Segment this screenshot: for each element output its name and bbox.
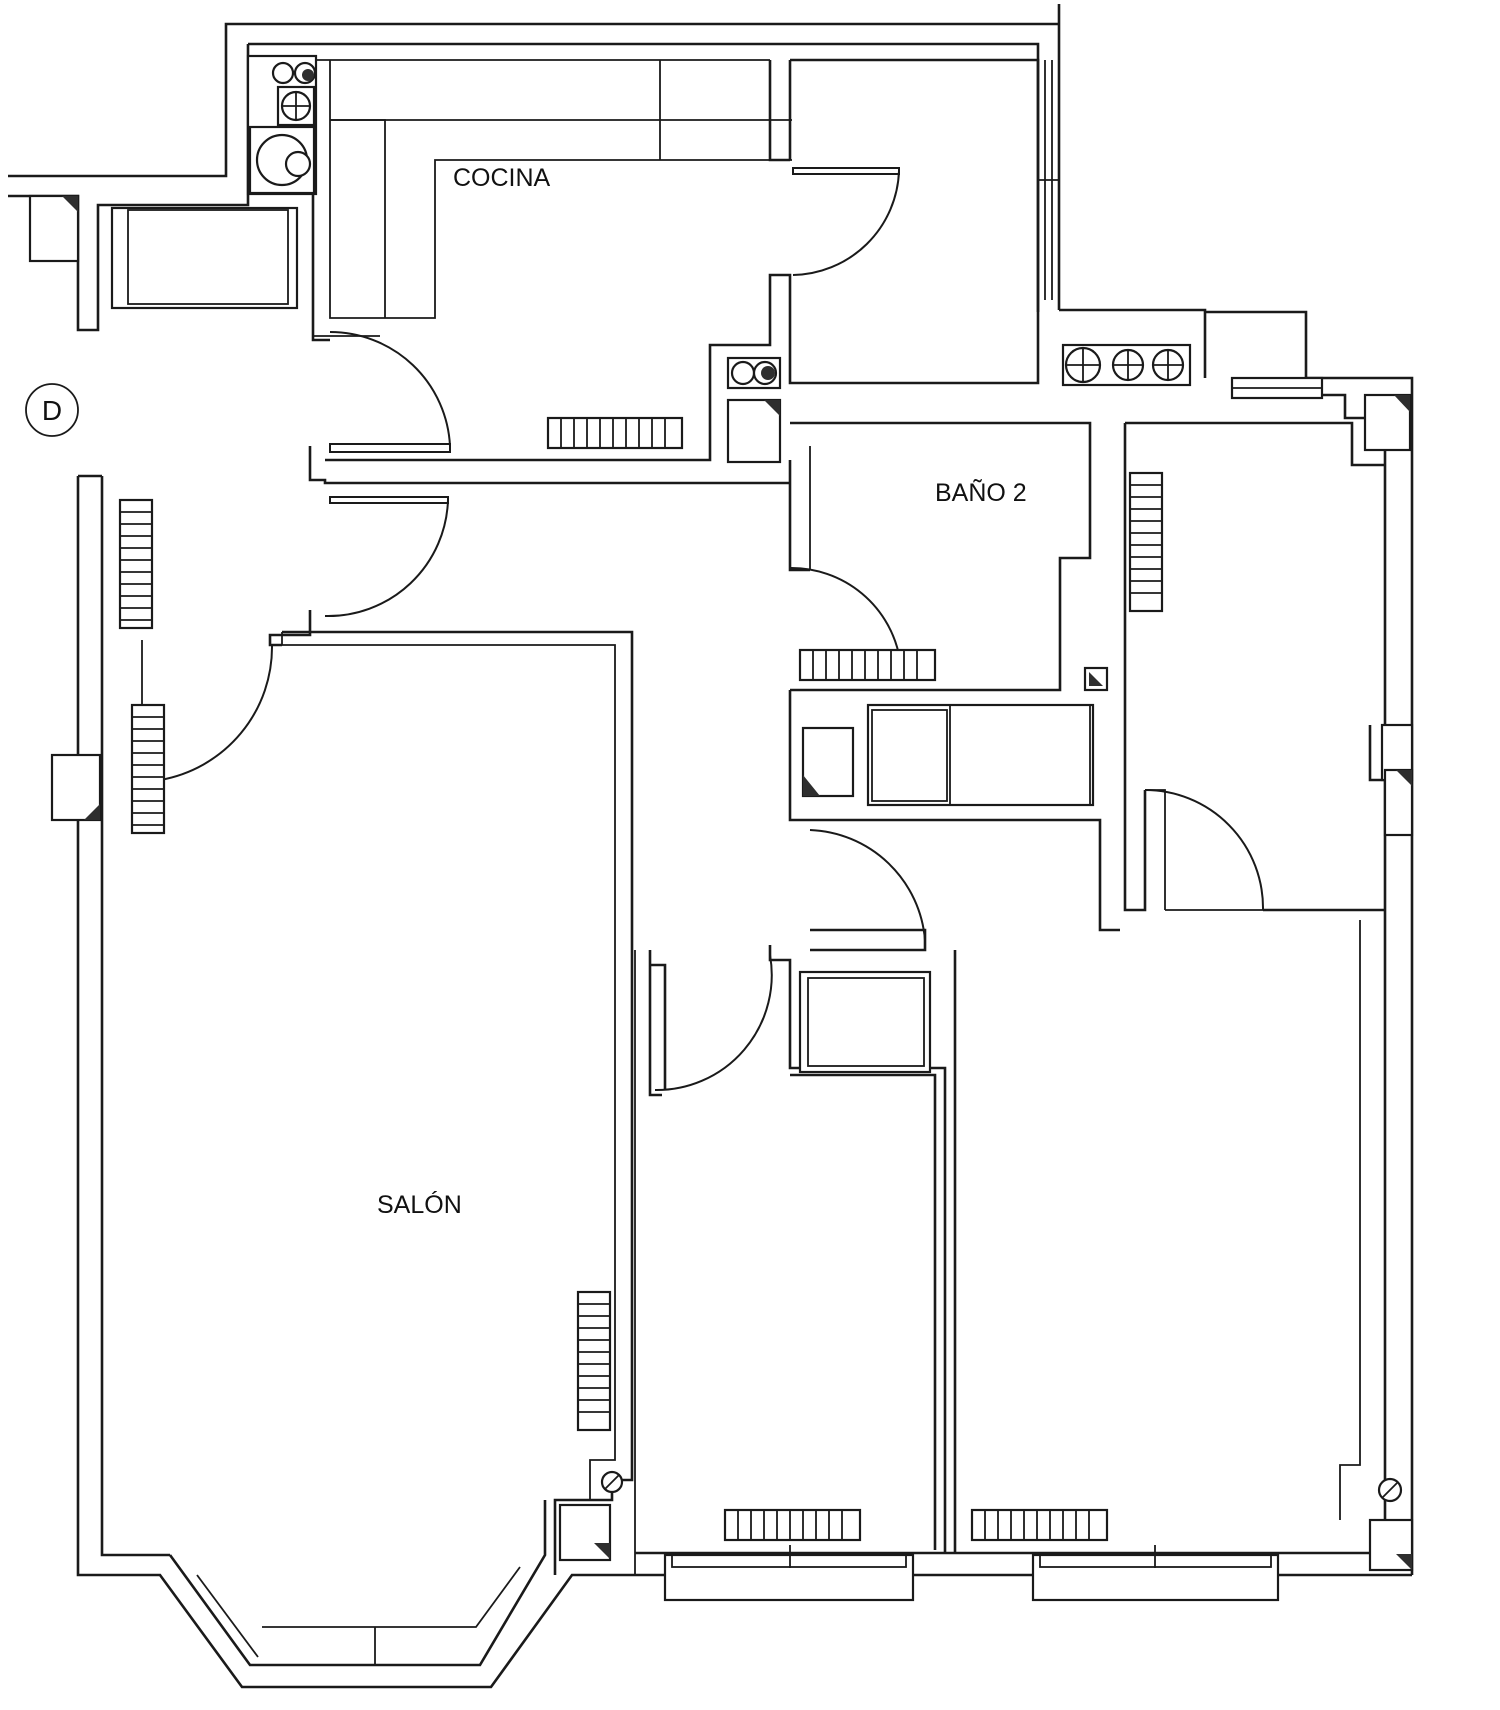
entrance-hall-walls bbox=[268, 318, 810, 647]
salon-room bbox=[196, 630, 634, 1665]
west-radiator-upper bbox=[118, 498, 154, 630]
salon-label: SALÓN bbox=[377, 1190, 462, 1219]
bedroom-2 bbox=[634, 945, 947, 1602]
section-marker: D bbox=[25, 383, 79, 437]
bedroom-3 bbox=[953, 910, 1414, 1602]
kitchen-door-pantry bbox=[792, 167, 900, 276]
bathroom-2-label: BAÑO 2 bbox=[935, 478, 1027, 507]
kitchen-ventilation-shafts bbox=[248, 61, 317, 195]
bedroom-1 bbox=[1123, 376, 1414, 912]
bedroom-3-door bbox=[809, 829, 927, 952]
kitchen-label: COCINA bbox=[453, 164, 551, 192]
bathroom-2 bbox=[789, 421, 1109, 692]
section-marker-label: D bbox=[42, 395, 62, 426]
entrance-door-lower bbox=[324, 496, 449, 618]
kitchen-window bbox=[28, 194, 299, 310]
service-shafts-bathroom bbox=[1061, 343, 1192, 387]
kitchen-radiator bbox=[546, 416, 684, 450]
west-radiator-lower bbox=[130, 703, 166, 835]
utility-cabinets bbox=[788, 690, 1120, 932]
salon-door bbox=[159, 644, 274, 781]
entrance-door-upper bbox=[313, 330, 451, 453]
service-shafts-kitchen bbox=[726, 356, 782, 464]
